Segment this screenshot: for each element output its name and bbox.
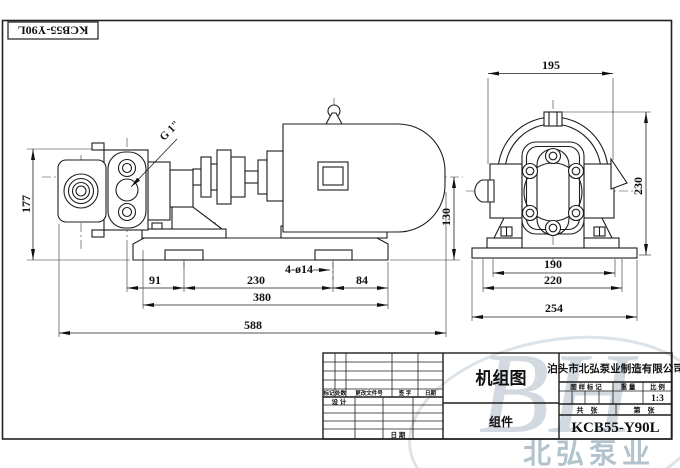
motor-side <box>266 104 446 239</box>
dim-380: 380 <box>253 290 271 304</box>
total-sheets: 共 张 <box>577 406 599 415</box>
dim-254: 254 <box>545 301 563 315</box>
dim-195: 195 <box>542 58 560 72</box>
rev-mark: 标记 <box>322 389 335 397</box>
corner-label-box: KCB55-Y90L <box>7 21 99 40</box>
header-scale: 比 例 <box>650 382 665 391</box>
gear-pump-side <box>57 142 227 239</box>
company-name: 泊头市北弘泵业制造有限公司 <box>547 362 680 375</box>
dim-height-177: 177 <box>19 195 33 213</box>
title-block: 泊头市北弘泵业制造有限公司 机组图 组件 KCB55-Y90L 图 样 标 记 … <box>322 352 680 440</box>
part-label: 组件 <box>489 414 513 429</box>
dim-port-thread: G 1" <box>158 119 183 144</box>
end-view-dimensions: 195 230 190 220 254 <box>471 58 651 321</box>
dim-230-end: 230 <box>631 177 645 195</box>
rev-change-doc: 更改文件号 <box>355 389 383 397</box>
rev-count: 处数 <box>334 389 347 397</box>
sheet-number: 第 张 <box>634 406 656 415</box>
dim-220: 220 <box>544 273 562 287</box>
header-weight: 重 量 <box>621 382 636 391</box>
watermark: BH 北弘泵业 <box>408 330 680 468</box>
cover-bolts <box>521 147 585 237</box>
rev-date: 日期 <box>425 389 437 397</box>
corner-label-text: KCB55-Y90L <box>18 24 89 38</box>
side-view-dimensions: 177 130 G 1" 91 230 84 4-ø14 <box>19 119 460 337</box>
pump-end <box>471 111 638 259</box>
header-drawing-mark: 图 样 标 记 <box>570 382 602 391</box>
dim-84: 84 <box>356 273 368 287</box>
rev-signature: 签 字 <box>398 389 412 397</box>
coupling-side <box>192 149 268 205</box>
watermark-ring <box>408 335 680 468</box>
baseplate-side <box>132 237 389 261</box>
side-view: 177 130 G 1" 91 230 84 4-ø14 <box>19 98 463 337</box>
drawing-title: 机组图 <box>476 368 527 388</box>
date-label: 日 期 <box>391 430 406 439</box>
dim-mount-holes: 4-ø14 <box>285 262 313 276</box>
design-label: 设 计 <box>332 397 347 406</box>
scale-value: 1:3 <box>651 394 664 404</box>
dim-190: 190 <box>544 257 562 271</box>
end-view: 195 230 190 220 254 <box>466 58 651 321</box>
dim-588: 588 <box>244 318 262 332</box>
dim-91: 91 <box>149 273 161 287</box>
dim-230: 230 <box>247 273 265 287</box>
model-number: KCB55-Y90L <box>571 420 659 436</box>
watermark-brand: 北弘泵业 <box>523 438 655 468</box>
